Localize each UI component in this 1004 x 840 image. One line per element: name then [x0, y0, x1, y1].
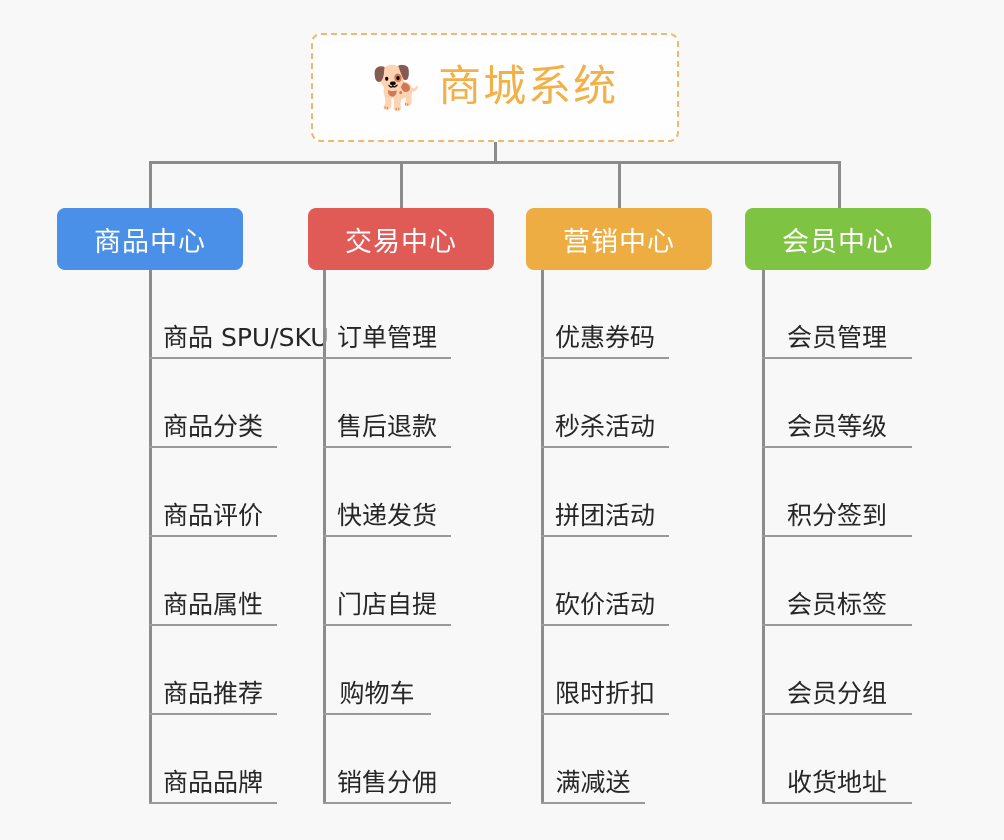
leaf-item-label: 会员管理: [786, 323, 887, 353]
branch-drop-connector-4: [838, 161, 841, 208]
leaf-item[interactable]: 积分签到: [762, 448, 912, 537]
leaf-item[interactable]: 优惠券码: [541, 270, 670, 359]
leaf-item[interactable]: 商品推荐: [149, 626, 278, 715]
branch-header-label: 商品中心: [94, 226, 206, 258]
branch-header-label: 会员中心: [782, 226, 894, 258]
branch-header-label: 交易中心: [345, 226, 457, 258]
leaf-item[interactable]: 销售分佣: [323, 715, 452, 804]
leaf-item[interactable]: 满减送: [541, 715, 645, 804]
leaf-item-label: 限时折扣: [555, 679, 656, 709]
branch-drop-connector-2: [400, 161, 403, 208]
leaf-item[interactable]: 商品分类: [149, 359, 278, 448]
leaf-item-label: 订单管理: [337, 323, 438, 353]
leaf-item-label: 会员等级: [786, 412, 887, 442]
leaf-item-label: 砍价活动: [555, 590, 656, 620]
leaf-item-label: 拼团活动: [555, 501, 656, 531]
leaf-item[interactable]: 门店自提: [323, 537, 452, 626]
leaf-item[interactable]: 商品评价: [149, 448, 278, 537]
leaf-item-label: 快递发货: [337, 501, 438, 531]
branch-drop-connector-3: [618, 161, 621, 208]
branch-drop-connector-1: [149, 161, 152, 208]
branch-header-product-center[interactable]: 商品中心: [57, 208, 243, 270]
root-stem-connector: [494, 142, 497, 164]
leaf-item[interactable]: 商品属性: [149, 537, 278, 626]
leaf-item[interactable]: 售后退款: [323, 359, 452, 448]
branch-header-trade-center[interactable]: 交易中心: [308, 208, 494, 270]
leaf-item[interactable]: 拼团活动: [541, 448, 670, 537]
leaf-item-label: 门店自提: [337, 590, 438, 620]
root-node[interactable]: 🐕 商城系统: [311, 33, 679, 142]
leaf-item-label: 商品 SPU/SKU: [163, 323, 329, 353]
leaf-item[interactable]: 快递发货: [323, 448, 452, 537]
leaf-item[interactable]: 购物车: [323, 626, 431, 715]
leaf-item-label: 积分签到: [786, 501, 887, 531]
leaf-item-label: 商品品牌: [163, 768, 264, 798]
branch-header-member-center[interactable]: 会员中心: [745, 208, 931, 270]
leaf-item-label: 秒杀活动: [555, 412, 656, 442]
leaf-item[interactable]: 会员分组: [762, 626, 912, 715]
leaf-item[interactable]: 限时折扣: [541, 626, 670, 715]
leaf-item-label: 商品推荐: [163, 679, 264, 709]
leaf-item[interactable]: 商品品牌: [149, 715, 278, 804]
leaf-item[interactable]: 砍价活动: [541, 537, 670, 626]
leaf-item[interactable]: 收货地址: [762, 715, 912, 804]
leaf-item-label: 优惠券码: [555, 323, 656, 353]
leaf-item-label: 收货地址: [786, 768, 887, 798]
leaf-item-label: 会员分组: [786, 679, 887, 709]
leaf-item-label: 满减送: [555, 768, 631, 798]
leaf-item-label: 商品属性: [163, 590, 264, 620]
branch-bus-connector: [149, 161, 841, 164]
leaf-item-label: 商品评价: [163, 501, 264, 531]
leaf-item[interactable]: 会员标签: [762, 537, 912, 626]
leaf-item[interactable]: 会员管理: [762, 270, 912, 359]
leaf-item-label: 商品分类: [163, 412, 264, 442]
leaf-item[interactable]: 订单管理: [323, 270, 452, 359]
shiba-dog-face-icon: 🐕: [371, 62, 425, 112]
branch-header-marketing-center[interactable]: 营销中心: [526, 208, 712, 270]
leaf-item[interactable]: 秒杀活动: [541, 359, 670, 448]
leaf-item-label: 购物车: [339, 679, 415, 709]
leaf-item[interactable]: 商品 SPU/SKU: [149, 270, 343, 359]
branch-header-label: 营销中心: [563, 226, 675, 258]
leaf-item-label: 售后退款: [337, 412, 438, 442]
leaf-item-label: 会员标签: [786, 590, 887, 620]
leaf-item-label: 销售分佣: [337, 768, 438, 798]
leaf-item[interactable]: 会员等级: [762, 359, 912, 448]
root-title: 商城系统: [438, 62, 619, 112]
